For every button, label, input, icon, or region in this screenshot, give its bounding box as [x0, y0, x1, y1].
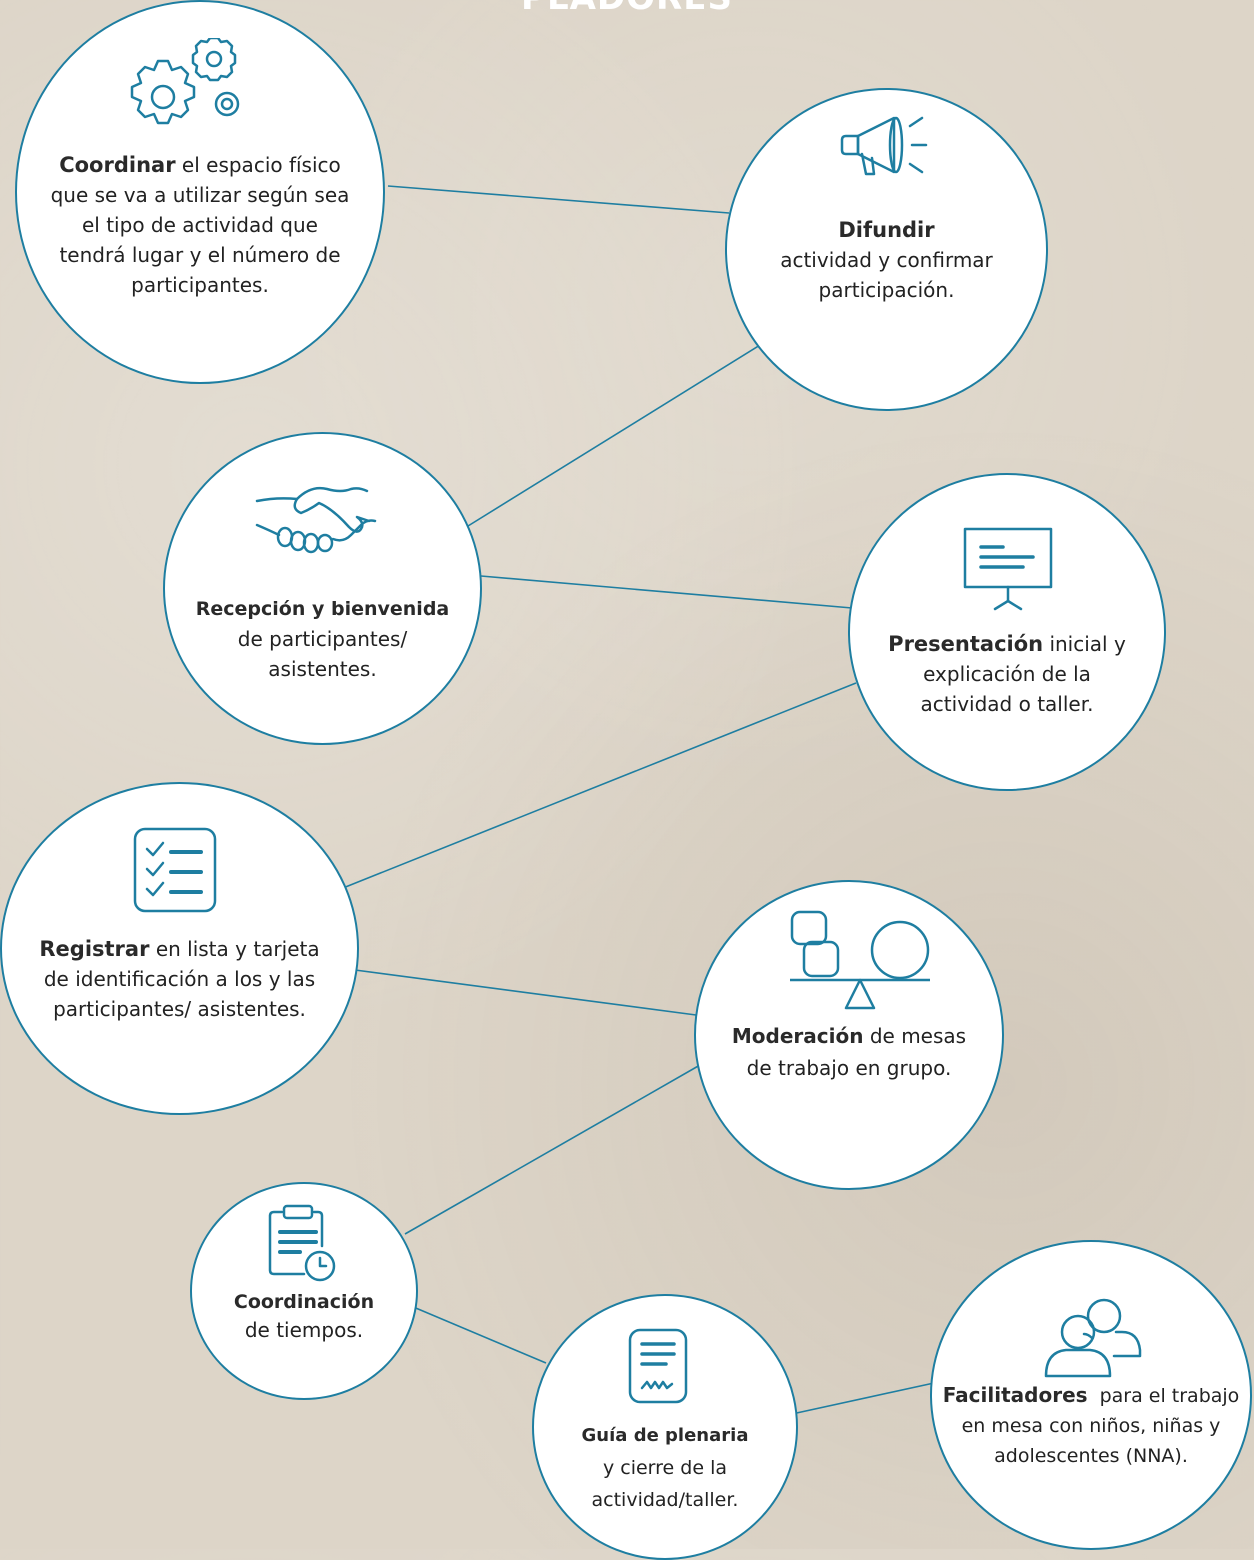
step-title: Registrar	[39, 937, 150, 961]
connector-tiempos-plenaria	[410, 1305, 547, 1364]
step-registrar: Registrar en lista y tarjeta de identifi…	[0, 782, 359, 1115]
step-text: Registrar en lista y tarjeta de identifi…	[2, 934, 357, 1024]
connector-coordinar-difundir	[387, 185, 730, 214]
step-text: Facilitadores para el trabajo en mesa co…	[932, 1380, 1250, 1471]
step-description: el espacio físico que se va a utilizar s…	[50, 153, 350, 297]
checklist-icon	[133, 825, 219, 915]
step-description: de mesas de trabajo en grupo.	[746, 1024, 967, 1080]
connector-moderacion-tiempos	[404, 1064, 701, 1235]
step-description: actividad y confirmar participación.	[780, 248, 993, 302]
handshake-icon	[255, 479, 385, 569]
clipboard-clock-icon	[268, 1204, 340, 1288]
step-coordinacion-tiempos: Coordinación de tiempos.	[190, 1182, 418, 1400]
step-description: de tiempos.	[244, 1318, 364, 1342]
megaphone-icon	[838, 104, 938, 184]
step-coordinar: Coordinar el espacio físico que se va a …	[15, 0, 385, 384]
signed-document-icon	[628, 1328, 692, 1408]
connector-presentacion-registrar	[337, 682, 857, 891]
step-text: Presentación inicial y explicación de la…	[850, 629, 1164, 719]
connector-plenaria-facilitadores	[791, 1382, 935, 1415]
step-guia-plenaria: Guía de plenaria y cierre de la activida…	[532, 1294, 798, 1560]
step-text: Guía de plenaria y cierre de la activida…	[534, 1420, 796, 1516]
step-title: Difundir	[838, 218, 935, 242]
step-title: Presentación	[888, 632, 1044, 656]
page-title: PLADORES	[0, 0, 1254, 18]
connector-registrar-moderacion	[354, 969, 697, 1016]
balance-shapes-icon	[790, 910, 930, 1014]
step-description: inicial y explicación de la actividad o …	[920, 632, 1126, 716]
step-presentacion: Presentación inicial y explicación de la…	[848, 473, 1166, 791]
step-description: para el trabajo en mesa con niños, niñas…	[961, 1385, 1240, 1467]
step-text: Difundir actividad y confirmar participa…	[727, 215, 1046, 305]
step-title: Moderación	[731, 1024, 864, 1048]
step-description: en lista y tarjeta de identificación a l…	[43, 937, 320, 1021]
step-description: de participantes/ asistentes.	[237, 627, 408, 681]
step-title: Guía de plenaria	[581, 1425, 749, 1446]
step-description: y cierre de la actividad/taller.	[591, 1457, 739, 1511]
step-moderacion: Moderación de mesas de trabajo en grupo.	[694, 880, 1004, 1190]
step-title: Coordinación	[233, 1291, 375, 1313]
step-difundir: Difundir actividad y confirmar participa…	[725, 88, 1048, 411]
step-facilitadores: Facilitadores para el trabajo en mesa co…	[930, 1240, 1252, 1550]
step-recepcion: Recepción y bienvenida de participantes/…	[163, 432, 482, 745]
step-text: Coordinar el espacio físico que se va a …	[17, 150, 383, 300]
step-title: Coordinar	[59, 153, 176, 177]
step-title: Recepción y bienvenida	[195, 598, 450, 620]
users-icon	[1042, 1298, 1144, 1378]
step-text: Recepción y bienvenida de participantes/…	[165, 594, 480, 684]
step-text: Moderación de mesas de trabajo en grupo.	[696, 1020, 1002, 1084]
connector-recepcion-presentacion	[480, 575, 853, 609]
step-title: Facilitadores	[942, 1383, 1088, 1407]
step-text: Coordinación de tiempos.	[192, 1288, 416, 1344]
connector-difundir-recepcion	[467, 336, 774, 527]
presentation-board-icon	[963, 527, 1053, 613]
gears-icon	[121, 38, 261, 148]
